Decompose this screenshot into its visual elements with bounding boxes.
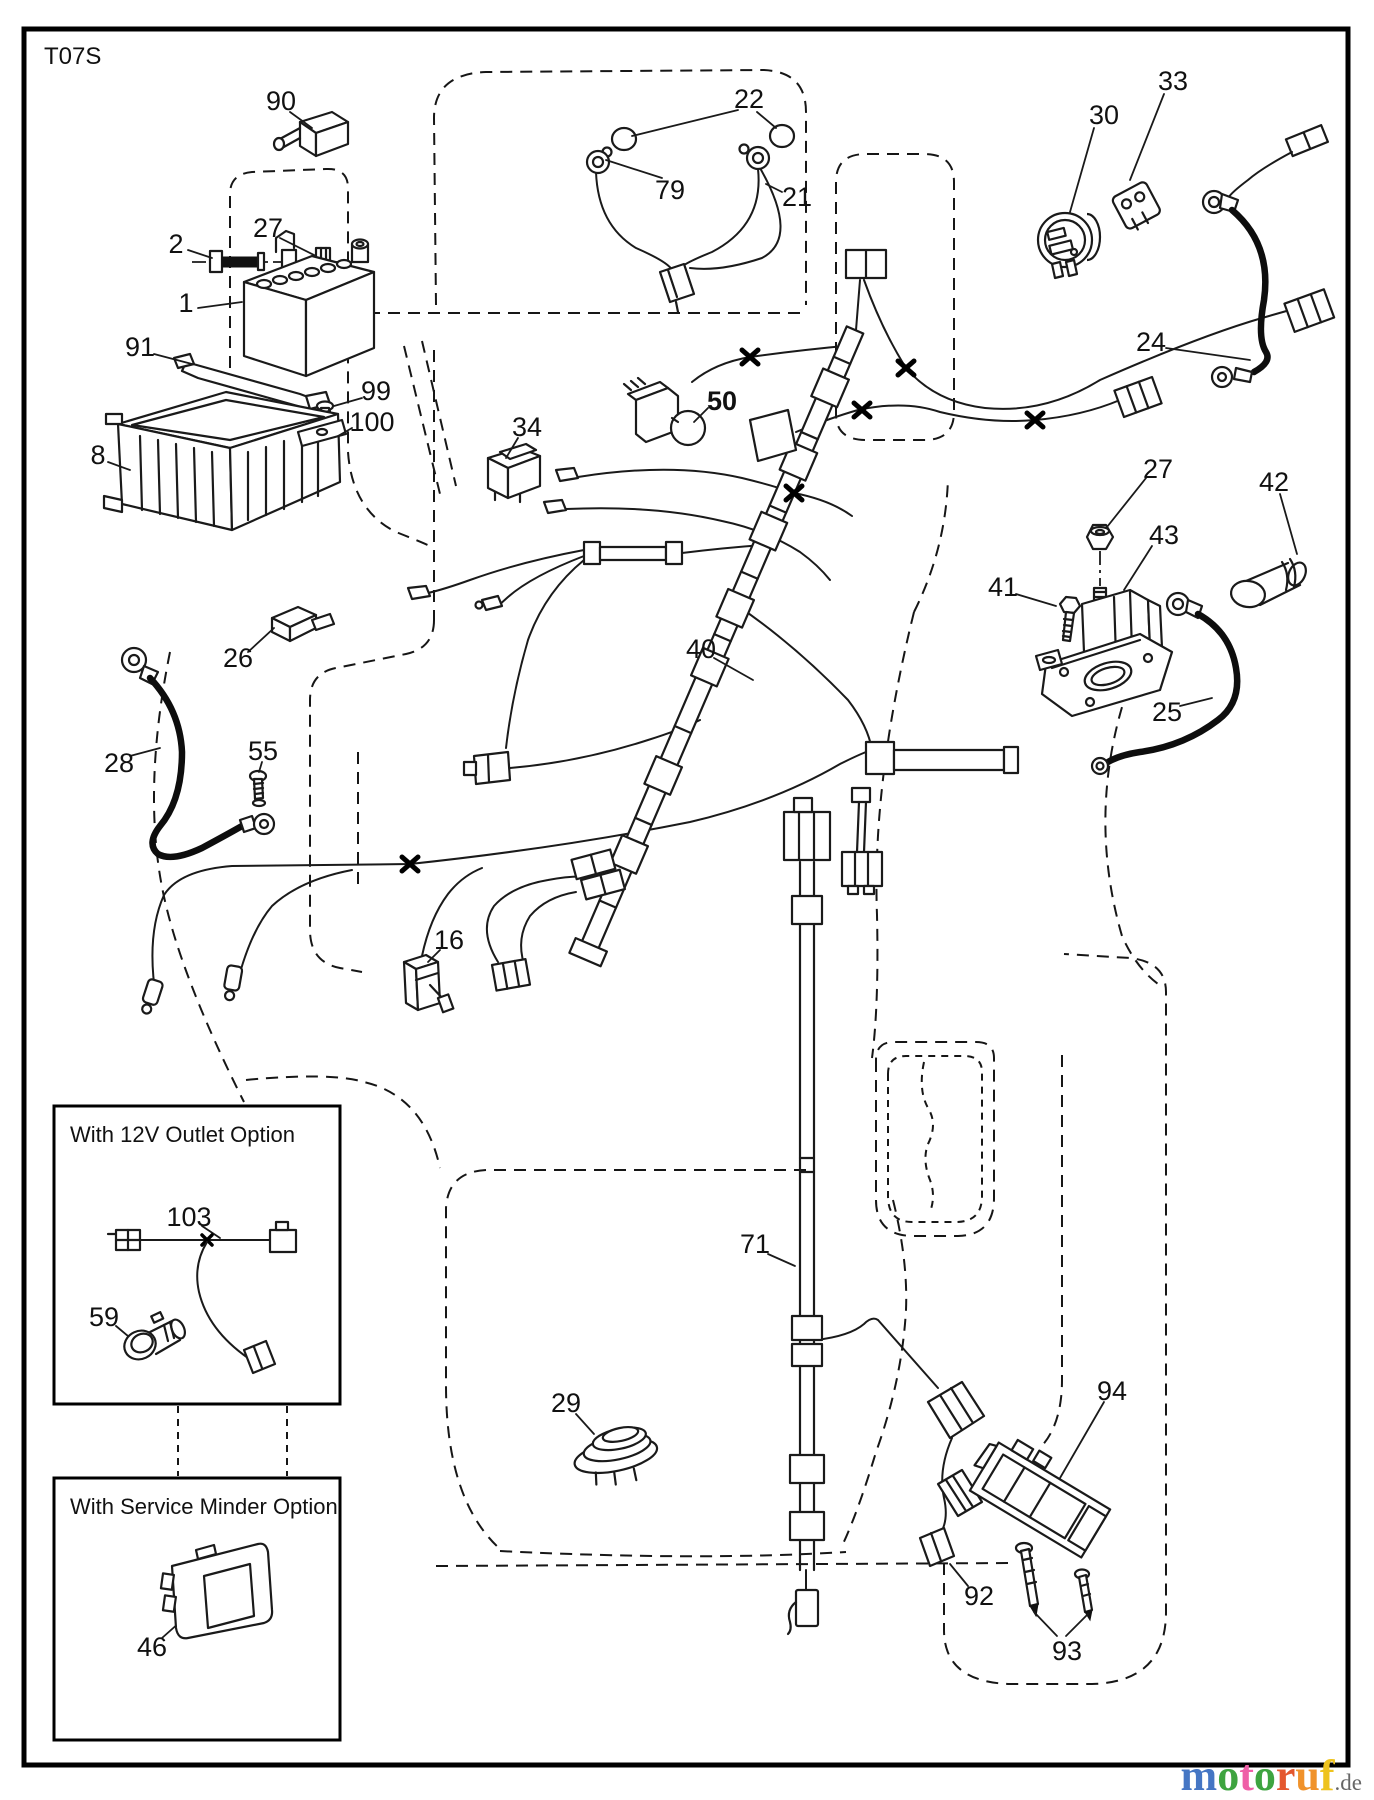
callout-16: 16 <box>434 925 464 955</box>
label-tag <box>748 408 798 463</box>
connector-pair <box>570 848 626 901</box>
ignition-switch <box>1036 211 1102 280</box>
callout-1: 1 <box>178 288 193 318</box>
connector-2cell <box>844 248 888 280</box>
main-harness-40 <box>141 248 1336 1015</box>
callout-90: 90 <box>266 86 296 116</box>
callout-24: 24 <box>1136 327 1166 357</box>
battery-bolt-2 <box>192 249 350 274</box>
callout-59: 59 <box>89 1302 119 1332</box>
callout-26: 26 <box>223 643 253 673</box>
callout-25: 25 <box>1152 697 1182 727</box>
module-94 <box>968 1438 1112 1559</box>
bolt-41 <box>1058 595 1082 643</box>
callout-33: 33 <box>1158 66 1188 96</box>
callout-100: 100 <box>349 407 394 437</box>
callout-29: 29 <box>551 1388 581 1418</box>
battery-cable-24 <box>1201 124 1330 389</box>
spade-terminal <box>554 466 580 483</box>
sheet-code: T07S <box>44 43 101 70</box>
callout-46: 46 <box>137 1632 167 1662</box>
terminal-boot-42 <box>1229 557 1307 609</box>
connector-92 <box>918 1380 986 1568</box>
callout-27b: 27 <box>1143 454 1173 484</box>
callout-103: 103 <box>166 1202 211 1232</box>
nut-27 <box>1085 523 1115 586</box>
grommet-29 <box>573 1426 659 1486</box>
callout-27a: 27 <box>253 213 283 243</box>
callout-41: 41 <box>988 572 1018 602</box>
callout-8: 8 <box>90 440 105 470</box>
battery-box-8 <box>102 390 348 532</box>
splice-marks <box>399 347 1046 874</box>
bullet-terminal <box>141 978 164 1015</box>
power-outlet-59 <box>123 1311 186 1361</box>
inline-connector-long <box>864 740 1020 776</box>
callout-55: 55 <box>248 736 278 766</box>
fuse <box>1111 181 1161 231</box>
switch-50 <box>622 376 707 447</box>
chassis-dashed-outlines <box>153 68 1167 1685</box>
callout-71: 71 <box>740 1229 770 1259</box>
screws-93 <box>1014 1541 1094 1622</box>
callout-50: 50 <box>707 386 737 416</box>
headlight-harness <box>585 123 796 314</box>
callout-leaders <box>107 93 1298 1639</box>
callout-93: 93 <box>1052 1636 1082 1666</box>
callout-40: 40 <box>686 634 716 664</box>
option-box-12v-title: With 12V Outlet Option <box>70 1122 295 1147</box>
callout-92: 92 <box>964 1581 994 1611</box>
callout-91: 91 <box>125 332 155 362</box>
callout-42: 42 <box>1259 467 1289 497</box>
connector-3cell-mid <box>1113 375 1163 419</box>
battery-terminal <box>350 238 370 264</box>
circuit-breaker-26 <box>270 605 336 643</box>
callout-28: 28 <box>104 748 134 778</box>
option-box-service-minder-title: With Service Minder Option <box>70 1494 338 1519</box>
ground-cable-28 <box>120 646 276 861</box>
callout-94: 94 <box>1097 1376 1127 1406</box>
spade-terminal <box>542 498 568 515</box>
connector-4pin <box>490 957 532 992</box>
headlight-bulb <box>601 126 638 158</box>
callout-99: 99 <box>361 376 391 406</box>
spade-terminal <box>406 584 432 601</box>
callout-21: 21 <box>782 182 812 212</box>
callout-79: 79 <box>655 175 685 205</box>
solenoid-cable-25 <box>1090 591 1241 776</box>
page-border <box>21 26 1351 1768</box>
harness-71 <box>782 796 832 1636</box>
callout-numbers: 90 2 27 1 91 99 100 8 22 79 21 30 33 24 … <box>89 66 1289 1666</box>
harness-wires <box>151 279 1291 1591</box>
starter-solenoid-43 <box>1034 586 1174 718</box>
watermark: motoruf.de <box>1181 1751 1362 1800</box>
battery <box>242 229 376 378</box>
callout-43: 43 <box>1149 520 1179 550</box>
callout-22: 22 <box>734 84 764 114</box>
callout-2: 2 <box>168 229 183 259</box>
bulb-socket <box>745 145 771 171</box>
t-connector <box>462 750 512 786</box>
bulb-socket <box>585 149 611 175</box>
screw-55 <box>248 769 268 808</box>
service-minder-46 <box>159 1542 274 1640</box>
headlight-bulb <box>738 123 796 155</box>
headlight-connector <box>658 262 696 314</box>
callout-34: 34 <box>512 412 542 442</box>
interlock-switch-16 <box>402 953 455 1014</box>
callout-30: 30 <box>1089 100 1119 130</box>
outlet-harness-103 <box>106 1220 298 1375</box>
inline-fuse <box>582 540 684 566</box>
connector-90 <box>272 110 350 158</box>
watermark-suffix: .de <box>1335 1770 1362 1795</box>
option-box-service-minder: With Service Minder Option <box>52 1476 342 1742</box>
switch-34 <box>486 442 542 504</box>
option-box-12v: With 12V Outlet Option <box>52 1104 342 1406</box>
bullet-terminal <box>223 964 244 1002</box>
bullet-terminal <box>474 594 504 612</box>
plug-connector <box>840 786 884 896</box>
connector-3cell-right <box>1283 288 1336 333</box>
